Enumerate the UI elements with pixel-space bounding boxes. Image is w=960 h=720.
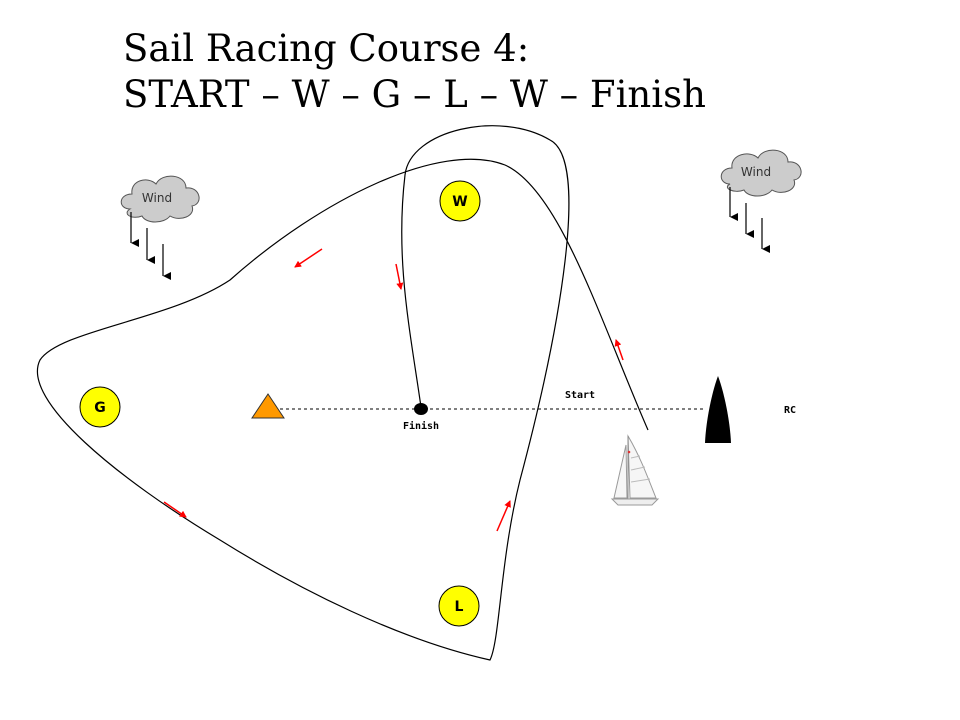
title-line-1: Sail Racing Course 4: (123, 27, 530, 70)
wind-label-right: Wind (741, 165, 771, 179)
committee-boat-icon (705, 376, 731, 443)
title-line-2: START – W – G – L – W – Finish (123, 73, 706, 116)
wind-cloud-left: Wind (120, 175, 200, 280)
direction-arrow (614, 339, 624, 361)
mark-leeward: L (438, 585, 480, 627)
pin-buoy-icon (251, 393, 285, 419)
cloud-icon (720, 149, 802, 197)
direction-arrow (496, 500, 511, 532)
finish-label: Finish (403, 420, 439, 432)
direction-arrow (294, 248, 323, 268)
start-label: Start (565, 390, 595, 401)
finish-buoy-icon (414, 403, 428, 415)
mark-leeward-label: L (455, 599, 464, 615)
cloud-icon (120, 175, 200, 223)
committee-boat-label: RC (784, 405, 796, 416)
direction-arrow (163, 501, 187, 518)
sailboat-icon (610, 434, 660, 506)
mark-windward-label: W (452, 194, 467, 210)
page-title: Sail Racing Course 4: START – W – G – L … (123, 26, 706, 118)
wind-cloud-right: Wind (720, 149, 802, 253)
mark-gybe-label: G (94, 400, 106, 416)
direction-arrow (395, 263, 404, 290)
mark-windward: W (439, 180, 481, 222)
wind-label-left: Wind (142, 191, 172, 205)
course-route (37, 125, 649, 661)
mark-gybe: G (79, 386, 121, 428)
